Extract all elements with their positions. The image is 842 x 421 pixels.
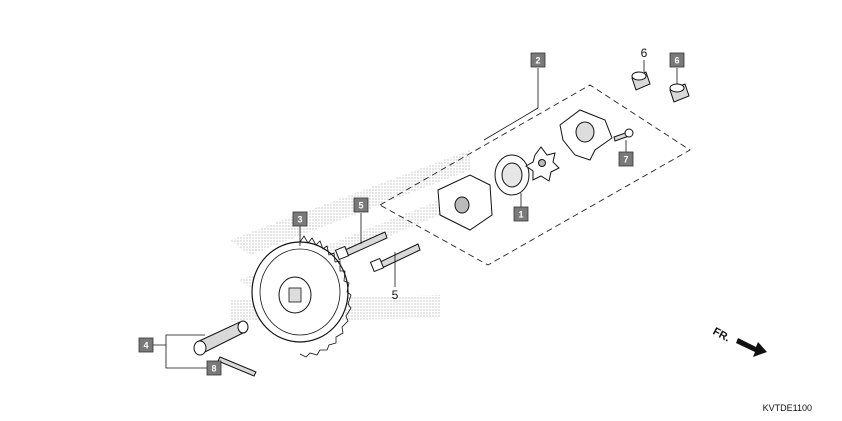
cover-bolt-part [613, 128, 634, 142]
callout-1-label: 1 [518, 210, 523, 220]
dowel-lower [669, 83, 690, 103]
callout-4: 4 [138, 337, 154, 353]
shaft-part [193, 320, 249, 356]
callout-6-boxed-label: 6 [674, 56, 679, 66]
callout-5-boxed-label: 5 [358, 201, 363, 211]
callout-6-plain-label: 6 [641, 46, 648, 60]
callout-3-label: 3 [297, 215, 302, 225]
callout-8-label: 8 [211, 364, 216, 374]
pump-body-part [437, 174, 493, 231]
callout-5-plain: 5 [392, 288, 399, 302]
callout-7-label: 7 [623, 155, 628, 165]
callout-6-boxed: 6 [669, 52, 685, 68]
callout-8: 8 [206, 360, 222, 376]
front-arrow-icon [736, 338, 767, 357]
callout-3: 3 [292, 211, 308, 227]
gear-part [251, 235, 352, 358]
callout-5-boxed: 5 [353, 197, 369, 213]
outer-rotor-part [494, 154, 530, 196]
inner-rotor-part [525, 146, 560, 182]
drawing-code: KVTDE1100 [763, 403, 812, 413]
pin-part [217, 356, 257, 377]
callout-2: 2 [530, 52, 546, 68]
front-direction-label: FR. [711, 326, 732, 345]
dowel-upper [631, 71, 651, 91]
callout-7: 7 [618, 151, 634, 167]
pump-cover-part [559, 109, 613, 161]
bolt-upper [334, 231, 388, 261]
leader-lines [153, 60, 678, 369]
front-direction-indicator: FR. [711, 326, 767, 357]
callout-4-label: 4 [143, 341, 148, 351]
callout-1: 1 [513, 206, 529, 222]
bolt-lower [369, 243, 421, 273]
callout-5-plain-label: 5 [392, 288, 399, 302]
callout-2-label: 2 [535, 56, 540, 66]
callout-6-plain: 6 [641, 46, 648, 60]
assembly-outline [379, 84, 691, 266]
